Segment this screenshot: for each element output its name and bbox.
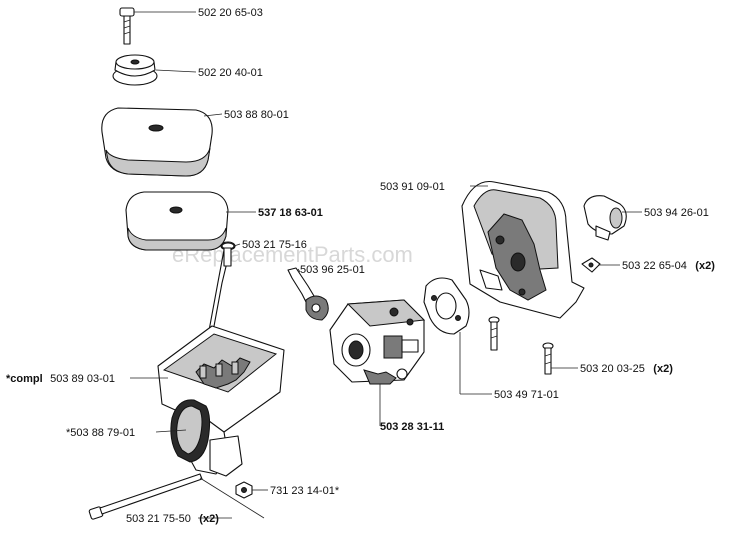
label-p15: 731 23 14-01* [270,485,340,497]
label-p1: 502 20 65-03 [198,7,263,19]
knob-drawing[interactable] [112,54,158,86]
label-p5: 503 21 75-16 [242,239,307,251]
label-p4: 537 18 63-01 [258,207,323,219]
label-p7: 503 91 09-01 [380,181,445,193]
nut-drawing[interactable] [235,481,253,499]
gasket-screw-drawing[interactable] [488,316,500,351]
label-p6: 503 96 25-01 [300,264,365,276]
right-housing-drawing[interactable] [461,180,585,319]
label-p2: 502 20 40-01 [198,67,263,79]
leader-lines [130,11,642,519]
small-nut-drawing[interactable] [581,257,601,273]
label-p16: 503 21 75-50 (x2) [126,509,219,526]
label-p14: 503 28 31-11 [380,421,444,433]
label-p13: *503 88 79-01 [66,427,135,439]
screw-x2-drawing[interactable] [542,342,554,375]
cap-drawing[interactable] [583,195,627,241]
label-p3: 503 88 80-01 [224,109,289,121]
label-p11: 503 20 03-25 (x2) [580,359,673,376]
label-p8: 503 94 26-01 [644,207,709,219]
label-p12: 503 49 71-01 [494,389,559,401]
seal-drawing[interactable] [170,399,211,463]
label-p10: *compl 503 89 03-01 [6,369,115,386]
throttle-link-drawing[interactable] [287,267,329,321]
filter-element-drawing[interactable] [125,191,229,251]
screw-top-drawing[interactable] [119,7,135,45]
filter-cover-drawing[interactable] [101,107,213,177]
carburetor-drawing[interactable] [329,299,426,385]
gasket-plate-drawing[interactable] [423,277,470,335]
label-p9: 503 22 65-04 (x2) [622,256,715,273]
